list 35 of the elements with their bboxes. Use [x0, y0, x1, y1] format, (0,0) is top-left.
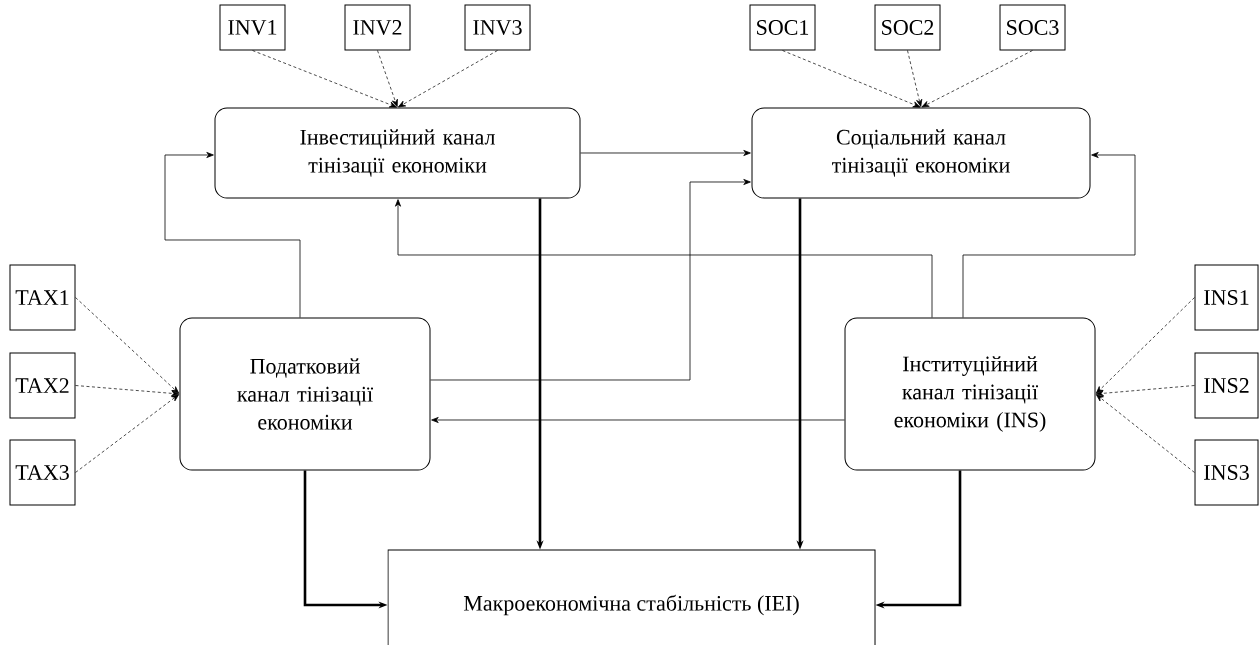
arrow	[430, 179, 751, 381]
dashed-arrow	[75, 394, 180, 473]
indicator-box: INS3	[1194, 439, 1259, 506]
arrow	[431, 417, 845, 423]
arrow	[395, 199, 933, 318]
indicator-box: TAX2	[9, 352, 76, 419]
dashed-arrow	[1095, 297, 1195, 394]
dashed-arrow	[921, 50, 1033, 108]
arrow	[580, 150, 751, 156]
dashed-arrow	[398, 50, 498, 108]
indicator-box: TAX1	[9, 264, 76, 331]
dashed-arrow	[782, 50, 921, 108]
arrow	[164, 152, 301, 318]
indicator-box: SOC2	[874, 4, 941, 51]
channel-box: Соціальний канал тінізації економіки	[751, 107, 1091, 199]
channel-box: Інвестиційний канал тінізації економіки	[214, 107, 581, 199]
dashed-arrow	[907, 50, 923, 107]
indicator-box: SOC1	[749, 4, 816, 51]
indicator-box: INV2	[344, 4, 411, 51]
channel-box: Податковий канал тінізації економіки	[179, 317, 431, 471]
result-box: Макроекономічна стабільність (IEI)	[387, 549, 876, 645]
dashed-arrow	[75, 385, 179, 397]
dashed-arrow	[252, 50, 397, 108]
dashed-arrow	[377, 50, 398, 107]
channel-box: Інституційний канал тінізації економіки (INS)	[844, 317, 1096, 471]
indicator-box: TAX3	[9, 439, 76, 506]
dashed-arrow	[75, 297, 180, 394]
indicator-box: INS2	[1194, 352, 1259, 419]
indicator-box: INS1	[1194, 264, 1259, 331]
indicator-box: SOC3	[999, 4, 1066, 51]
dashed-arrow	[1095, 394, 1195, 473]
indicator-box: INV3	[464, 4, 531, 51]
dashed-arrow	[1096, 385, 1195, 397]
arrow	[962, 152, 1136, 318]
indicator-box: INV1	[219, 4, 286, 51]
